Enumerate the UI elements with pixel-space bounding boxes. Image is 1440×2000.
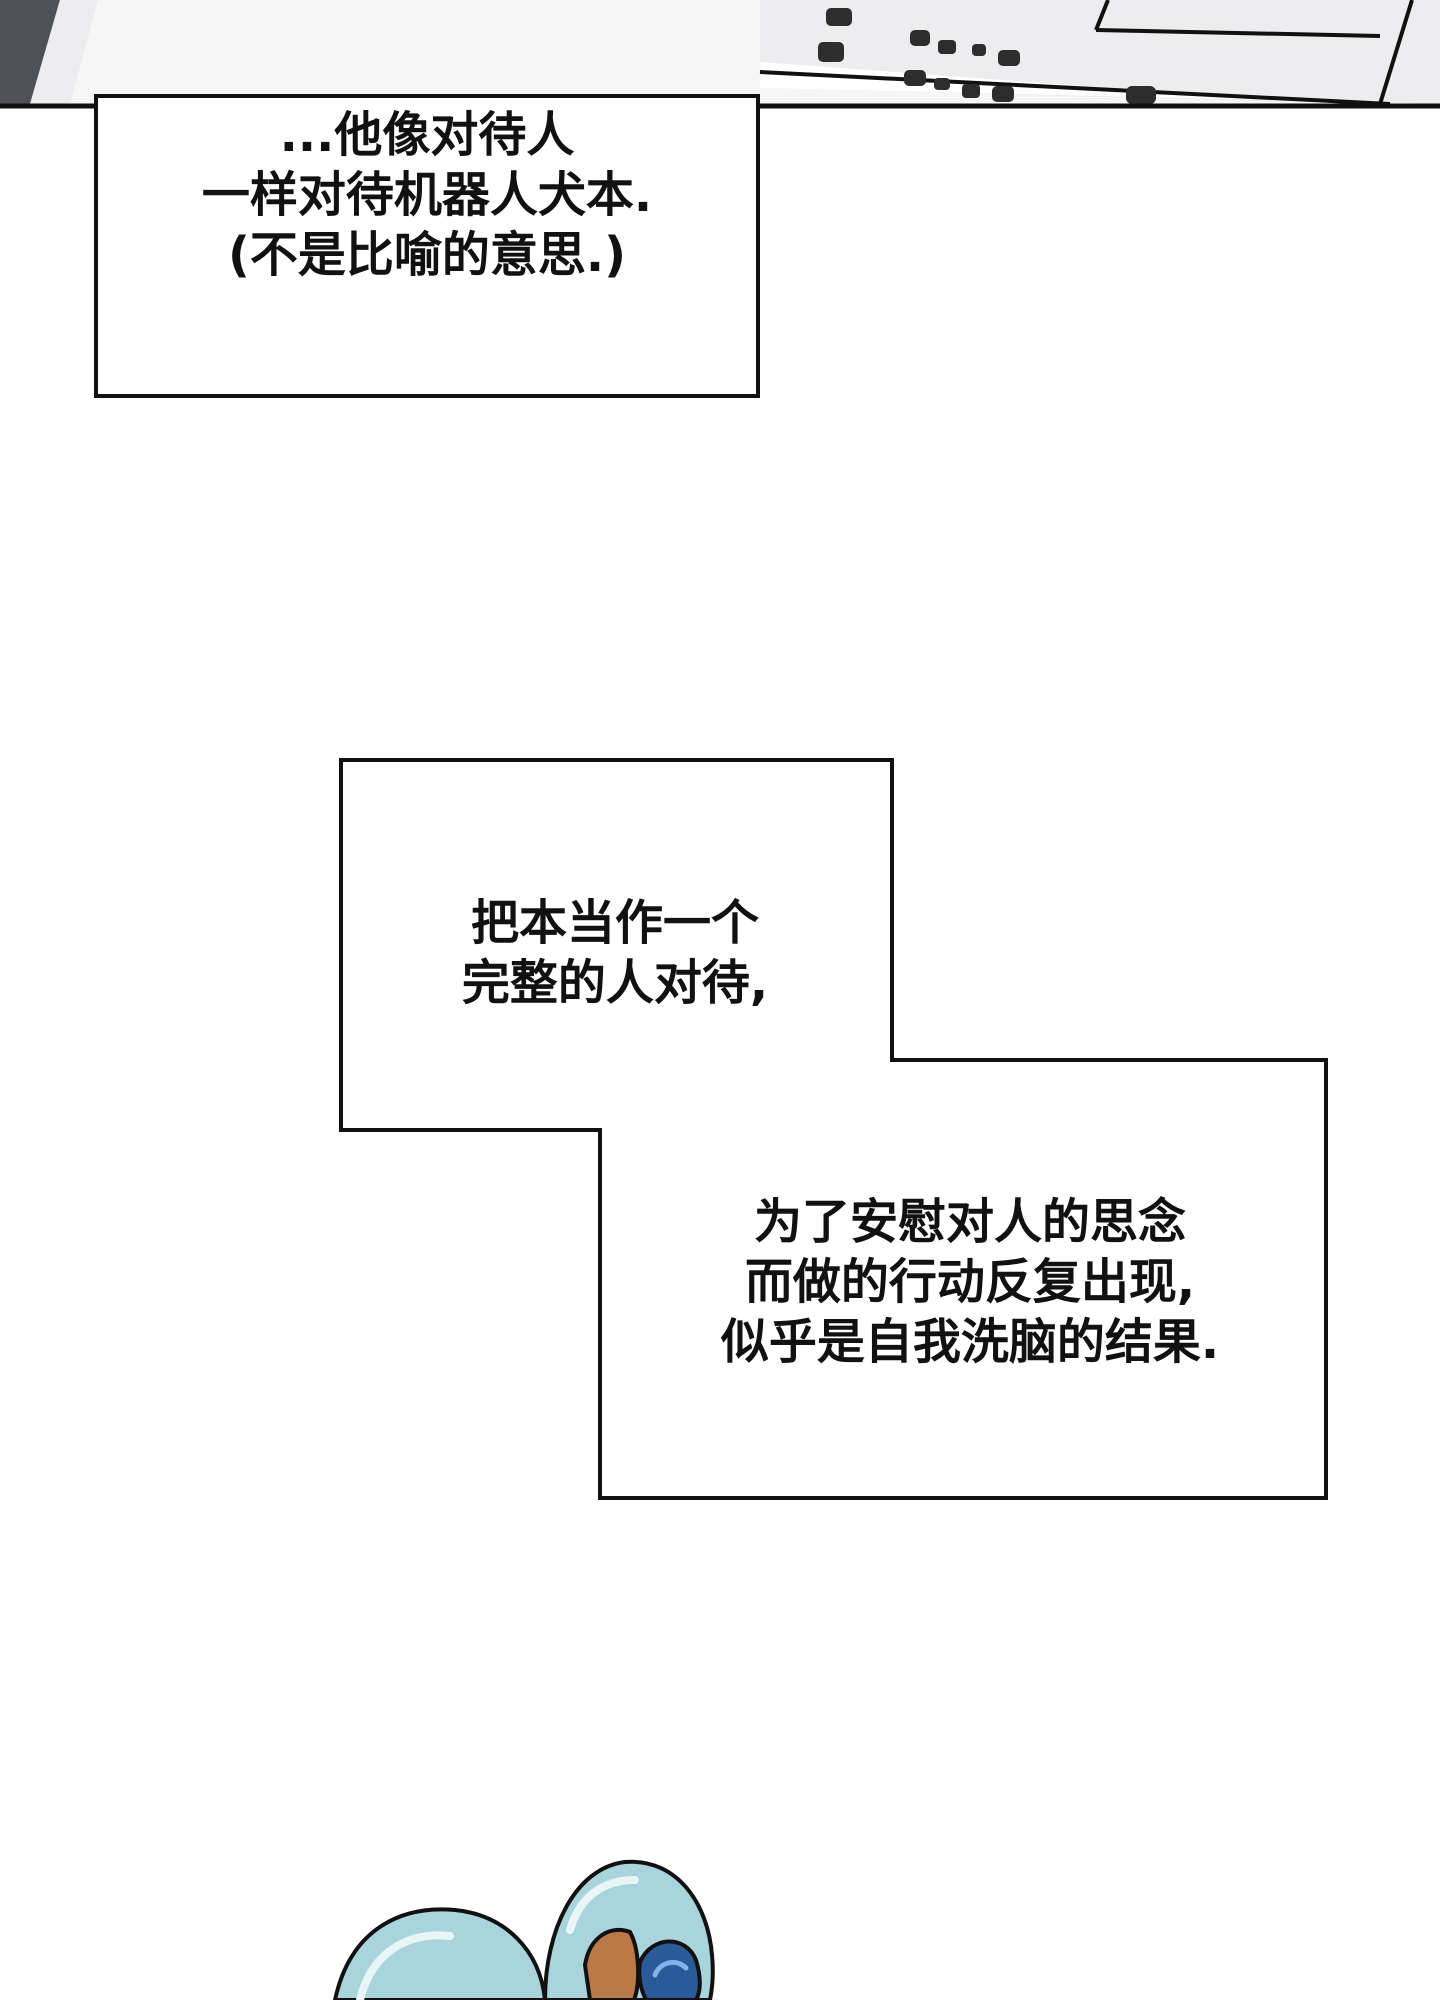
caption-line: ...他像对待人 bbox=[279, 107, 575, 163]
caption-line: (不是比喻的意思.) bbox=[227, 227, 627, 283]
top-panel bbox=[0, 0, 1440, 109]
keyboard-keys bbox=[818, 8, 1156, 104]
caption-line: 而做的行动反复出现, bbox=[744, 1254, 1196, 1310]
caption-line: 为了安慰对人的思念 bbox=[753, 1194, 1186, 1250]
caption-text-3: 为了安慰对人的思念 而做的行动反复出现, 似乎是自我洗脑的结果. bbox=[620, 1192, 1320, 1372]
caption-line: 完整的人对待, bbox=[461, 955, 769, 1011]
caption-line: 一样对待机器人犬本. bbox=[201, 167, 653, 223]
robot-dog-head-icon bbox=[332, 1859, 715, 2000]
caption-box-2-3 bbox=[339, 758, 1328, 1500]
caption-line: 似乎是自我洗脑的结果. bbox=[720, 1314, 1220, 1370]
caption-line: 把本当作一个 bbox=[470, 895, 759, 951]
caption-text-1: ...他像对待人 一样对待机器人犬本. (不是比喻的意思.) bbox=[96, 105, 758, 285]
caption-box-1 bbox=[94, 94, 760, 398]
caption-text-2: 把本当作一个 完整的人对待, bbox=[345, 893, 885, 1013]
